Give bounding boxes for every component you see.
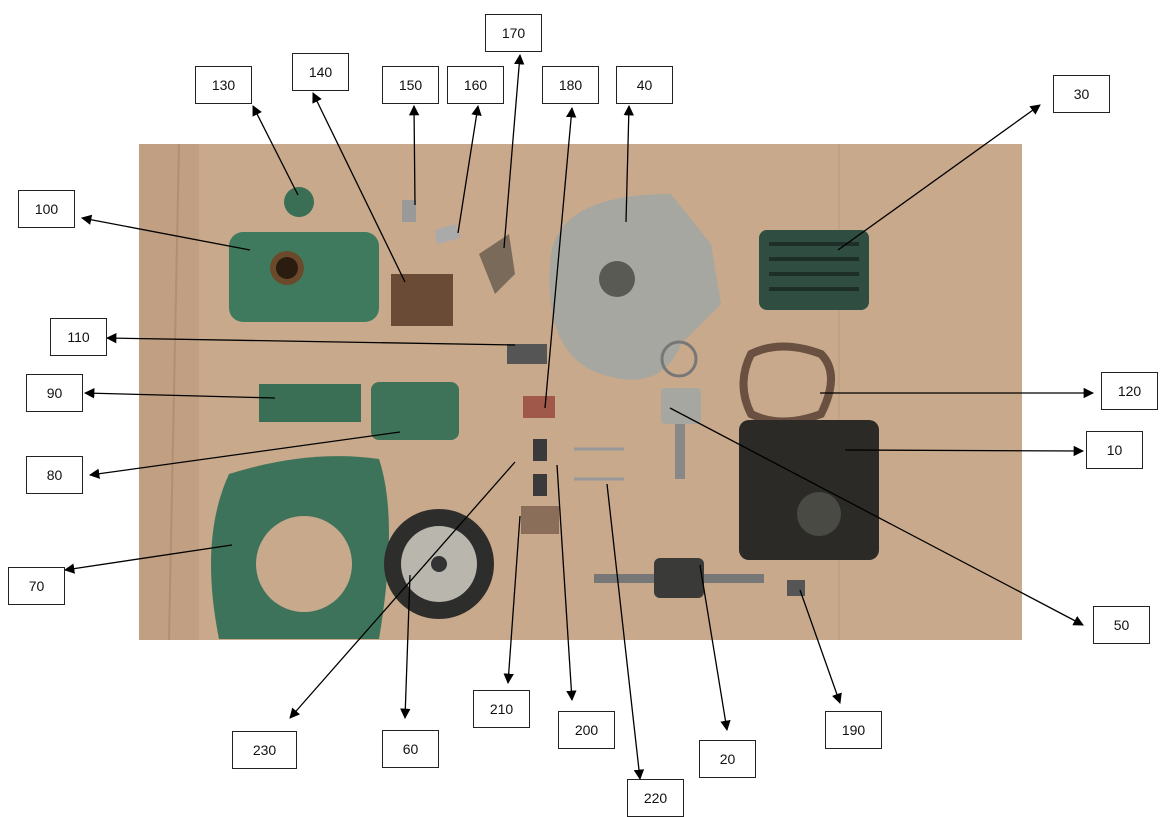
callout-label-70: 70 [8, 567, 65, 605]
callout-label-180: 180 [542, 66, 599, 104]
callout-label-90: 90 [26, 374, 83, 412]
callout-label-20: 20 [699, 740, 756, 778]
callout-label-110: 110 [50, 318, 107, 356]
part-bushing [787, 580, 805, 596]
part-valves [574, 447, 624, 481]
part-gasket-small [523, 396, 555, 418]
part-carb [507, 344, 547, 364]
callout-label-10: 10 [1086, 431, 1143, 469]
callout-label-210: 210 [473, 690, 530, 728]
callout-label-200: 200 [558, 711, 615, 749]
callout-label-220: 220 [627, 779, 684, 817]
callout-label-100: 100 [18, 190, 75, 228]
part-coil [391, 274, 453, 326]
callout-label-50: 50 [1093, 606, 1150, 644]
part-clip [435, 224, 461, 244]
callout-label-60: 60 [382, 730, 439, 768]
part-springs [533, 439, 547, 496]
callout-label-160: 160 [447, 66, 504, 104]
part-cylinder-head [759, 230, 869, 310]
part-cylinder-block [739, 420, 879, 560]
part-tank-bracket [259, 384, 361, 422]
part-fuel-tank [229, 232, 379, 322]
callout-label-150: 150 [382, 66, 439, 104]
part-shroud-small [371, 382, 459, 440]
callout-label-190: 190 [825, 711, 882, 749]
callout-label-80: 80 [26, 456, 83, 494]
part-cap [284, 187, 314, 217]
part-flywheel [384, 509, 494, 619]
engine-parts-photo [139, 144, 1022, 640]
callout-label-170: 170 [485, 14, 542, 52]
part-tappet-cover [521, 506, 559, 534]
callout-label-230: 230 [232, 731, 297, 769]
part-ring [660, 340, 698, 378]
callout-label-140: 140 [292, 53, 349, 91]
part-switch [402, 200, 416, 222]
callout-label-40: 40 [616, 66, 673, 104]
callout-label-120: 120 [1101, 372, 1158, 410]
callout-label-130: 130 [195, 66, 252, 104]
callout-label-30: 30 [1053, 75, 1110, 113]
part-bracket [479, 234, 515, 294]
part-housing [549, 194, 721, 380]
